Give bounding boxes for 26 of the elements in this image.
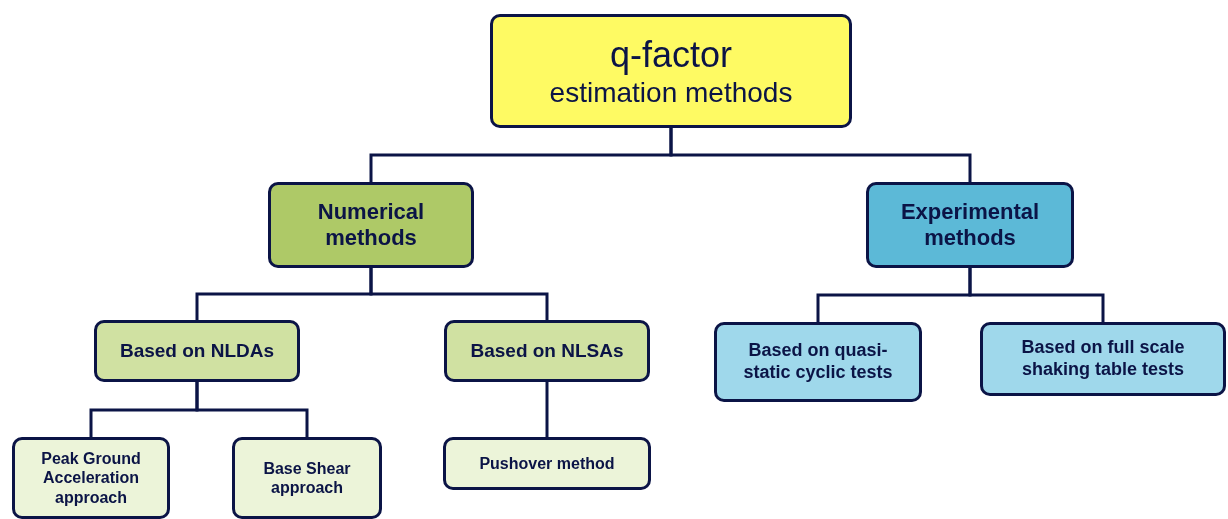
- node-text: Based on NLSAs: [470, 339, 624, 363]
- node-text: estimation methods: [549, 75, 793, 110]
- connector-line: [669, 128, 972, 182]
- connector-line: [195, 382, 309, 437]
- method-box: [12, 437, 170, 519]
- method-box: [443, 437, 651, 490]
- node-text: Based on quasi-static cyclic tests: [742, 340, 894, 384]
- connector-line: [369, 268, 549, 320]
- subcategory-box: [444, 320, 650, 382]
- category-box: [268, 182, 474, 268]
- connector-line: [968, 268, 1105, 322]
- subcategory-box: [980, 322, 1226, 396]
- root-box: [490, 14, 852, 128]
- connector-line: [545, 382, 549, 437]
- node-text: Pushover method: [479, 453, 615, 474]
- title-text: q-factor: [609, 32, 732, 76]
- subcategory-box: [714, 322, 922, 402]
- subcategory-box: [94, 320, 300, 382]
- node-text: Numerical methods: [316, 198, 426, 252]
- node-text: Based on full scale shaking table tests: [1020, 337, 1186, 381]
- node-text: Experimental methods: [899, 198, 1041, 252]
- method-box: [232, 437, 382, 519]
- category-box: [866, 182, 1074, 268]
- node-text: Peak Ground Acceleration approach: [40, 449, 142, 507]
- node-text: Base Shear approach: [262, 458, 352, 498]
- node-text: Based on NLDAs: [119, 339, 275, 363]
